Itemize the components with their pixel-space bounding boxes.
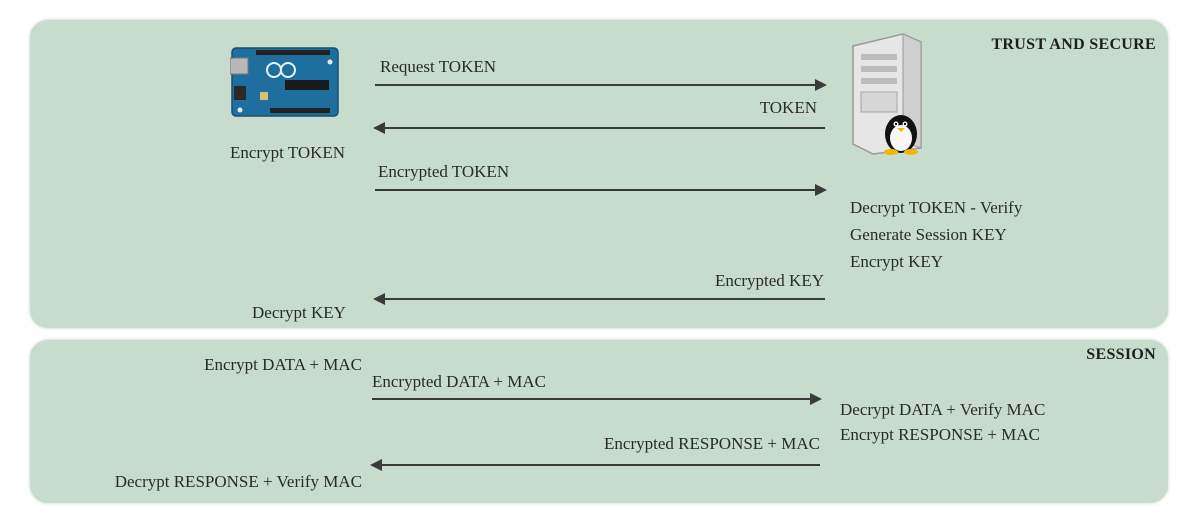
encrypted-data-mac-label: Encrypted DATA + MAC [372,372,546,391]
generate-session-key-label: Generate Session KEY [850,225,1007,244]
encrypt-key-label: Encrypt KEY [850,252,944,271]
linux-server-icon [843,32,935,161]
encrypted-response-mac-label: Encrypted RESPONSE + MAC [604,434,820,453]
encrypt-data-mac-label: Encrypt DATA + MAC [204,355,362,374]
trust-and-secure-panel [30,20,1168,328]
request-token-arrow [375,79,827,91]
session-panel-title: SESSION [1086,346,1156,363]
token-arrow [373,122,825,134]
decrypt-data-verify-mac-label: Decrypt DATA + Verify MAC [840,400,1046,419]
arduino-board-icon [229,42,342,125]
decrypt-response-verify-mac-label: Decrypt RESPONSE + Verify MAC [114,472,362,491]
token-label: TOKEN [759,98,817,117]
encrypted-token-arrow [375,184,827,196]
encrypted-response-mac-arrow [370,459,820,471]
decrypt-key-label: Decrypt KEY [252,303,346,322]
request-token-label: Request TOKEN [380,57,497,76]
encrypted-token-label: Encrypted TOKEN [378,162,510,181]
encrypted-key-arrow [373,293,825,305]
encrypt-token-label: Encrypt TOKEN [230,143,346,162]
encrypt-response-mac-label: Encrypt RESPONSE + MAC [840,425,1040,444]
encrypted-key-label: Encrypted KEY [714,271,824,290]
trust-panel-title: TRUST AND SECURE [991,36,1156,53]
encrypted-data-mac-arrow [372,393,822,405]
session-panel [30,340,1168,503]
decrypt-token-verify-label: Decrypt TOKEN - Verify [850,198,1023,217]
